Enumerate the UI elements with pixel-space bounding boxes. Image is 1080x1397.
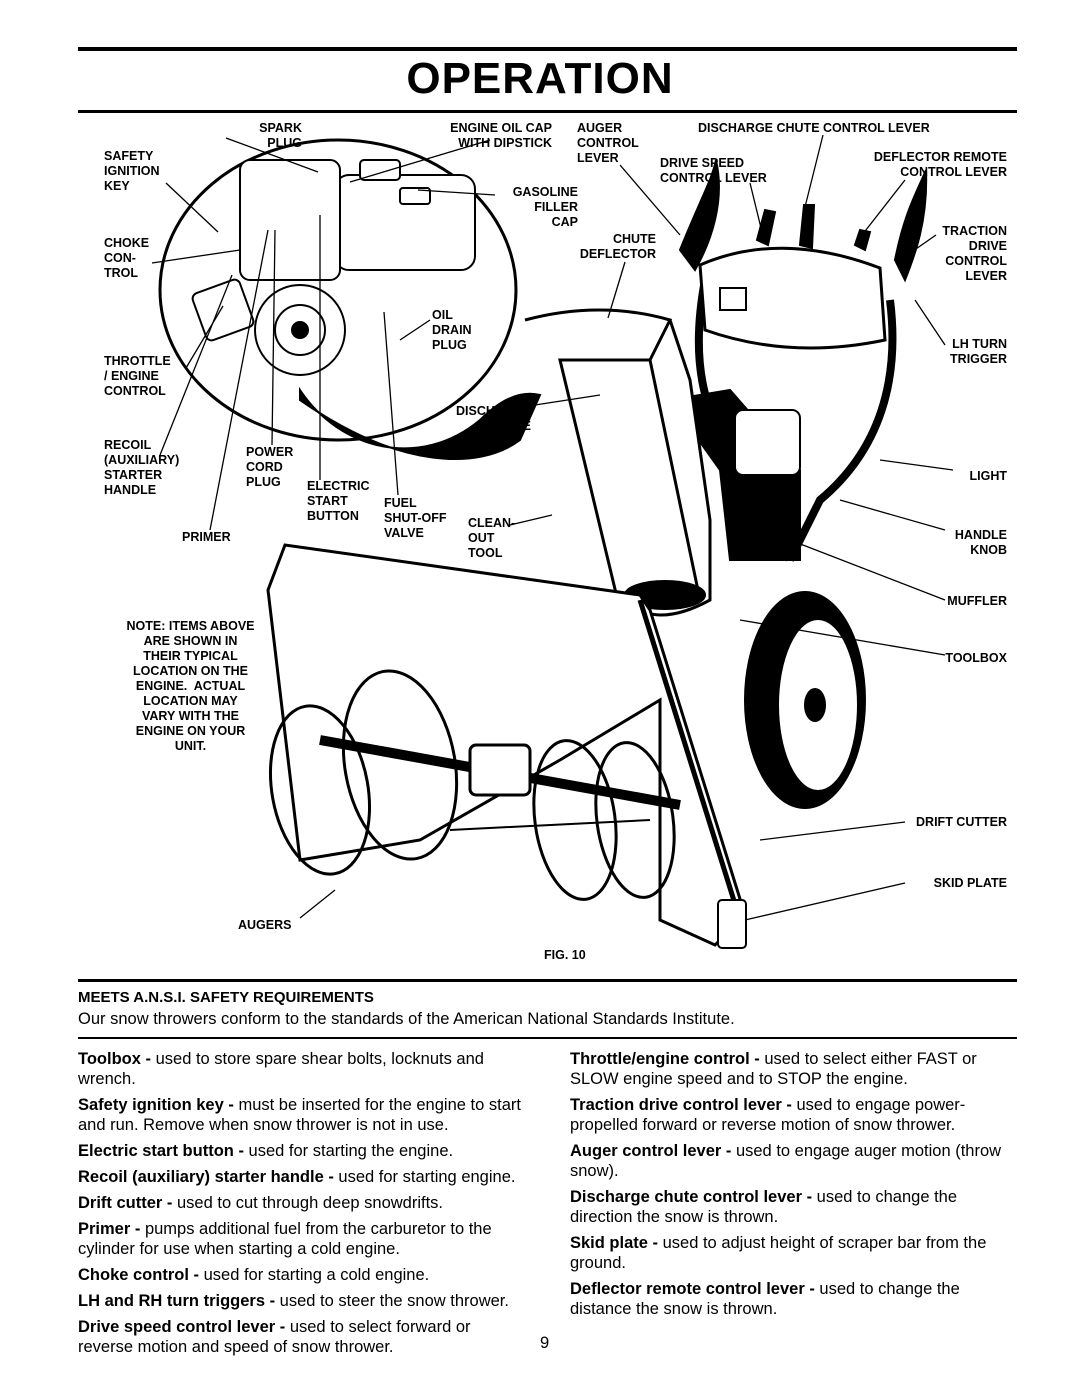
definition-term: LH and RH turn triggers - bbox=[78, 1292, 280, 1310]
page-number: 9 bbox=[540, 1334, 550, 1352]
definition-text: used to select forward or reverse motion… bbox=[78, 1318, 471, 1356]
figure-bottom-rule bbox=[78, 979, 1017, 982]
note-text: NOTE: ITEMS ABOVE ARE SHOWN IN THEIR TYP… bbox=[126, 619, 255, 753]
definition-item: Toolbox - used to store spare shear bolt… bbox=[78, 1049, 524, 1089]
definition-item: Safety ignition key - must be inserted f… bbox=[78, 1095, 524, 1135]
label-spark-plug: SPARK PLUG bbox=[259, 121, 302, 150]
light-housing bbox=[734, 409, 801, 476]
label-muffler: MUFFLER bbox=[947, 594, 1007, 608]
figure-caption: FIG. 10 bbox=[544, 948, 586, 962]
label-power-cord-plug: POWER CORD PLUG bbox=[246, 445, 294, 489]
label-throttle-engine-control: THROTTLE / ENGINE CONTROL bbox=[104, 354, 171, 398]
definition-text: used to steer the snow thrower. bbox=[279, 1292, 509, 1310]
definition-text: used for starting a cold engine. bbox=[203, 1266, 430, 1284]
skid-plate-shape bbox=[717, 899, 747, 949]
label-primer: PRIMER bbox=[182, 530, 231, 544]
definition-term: Drift cutter - bbox=[78, 1194, 177, 1212]
definition-text: must be inserted for the engine to start… bbox=[78, 1096, 521, 1134]
top-rule bbox=[78, 47, 1017, 51]
engine-shadow bbox=[299, 386, 542, 460]
label-recoil-starter: RECOIL (AUXILIARY) STARTER HANDLE bbox=[104, 438, 180, 497]
title-rule bbox=[78, 110, 1017, 113]
definition-text: used to engage power-propelled forward o… bbox=[570, 1096, 966, 1134]
definition-text: used for starting the engine. bbox=[248, 1142, 454, 1160]
definition-term: Recoil (auxiliary) starter handle - bbox=[78, 1168, 339, 1186]
label-traction-drive-control-lever: TRACTION DRIVE CONTROL LEVER bbox=[942, 224, 1007, 283]
definition-term: Auger control lever - bbox=[570, 1142, 736, 1160]
label-discharge-chute-control-lever: DISCHARGE CHUTE CONTROL LEVER bbox=[698, 121, 930, 135]
ansi-heading: MEETS A.N.S.I. SAFETY REQUIREMENTS bbox=[78, 989, 374, 1006]
label-engine-oil-cap: ENGINE OIL CAP WITH DIPSTICK bbox=[450, 121, 552, 150]
ansi-bottom-rule bbox=[78, 1037, 1017, 1039]
label-choke-control: CHOKE CON- TROL bbox=[104, 236, 150, 280]
snow-thrower-illustration bbox=[151, 134, 954, 949]
dash-panel bbox=[698, 246, 887, 350]
label-chute-deflector: CHUTE DEFLECTOR bbox=[579, 232, 656, 261]
definition-term: Choke control - bbox=[78, 1266, 204, 1284]
machine-body bbox=[668, 388, 801, 561]
label-toolbox: TOOLBOX bbox=[945, 651, 1007, 665]
definition-item: Electric start button - used for startin… bbox=[78, 1141, 524, 1161]
left-column: Toolbox - used to store spare shear bolt… bbox=[78, 1049, 524, 1363]
definition-item: Throttle/engine control - used to select… bbox=[570, 1049, 1017, 1089]
label-auger-control-lever: AUGER CONTROL LEVER bbox=[577, 121, 639, 165]
label-skid-plate: SKID PLATE bbox=[933, 876, 1007, 890]
label-deflector-remote-control-lever: DEFLECTOR REMOTE CONTROL LEVER bbox=[873, 150, 1007, 179]
definition-item: Skid plate - used to adjust height of sc… bbox=[570, 1233, 1017, 1273]
definition-item: Auger control lever - used to engage aug… bbox=[570, 1141, 1017, 1181]
page-title: OPERATION bbox=[406, 54, 674, 103]
definition-text: used to store spare shear bolts, locknut… bbox=[78, 1050, 484, 1088]
definition-text: used to engage auger motion (throw snow)… bbox=[570, 1142, 1002, 1180]
label-safety-ignition-key: SAFETY IGNITION KEY bbox=[104, 149, 160, 193]
definition-item: Traction drive control lever - used to e… bbox=[570, 1095, 1017, 1135]
label-oil-drain-plug: OIL DRAIN PLUG bbox=[432, 308, 472, 352]
definition-text: used to change the direction the snow is… bbox=[570, 1188, 958, 1226]
definition-term: Discharge chute control lever - bbox=[570, 1188, 817, 1206]
leader-lines bbox=[151, 134, 954, 921]
label-electric-start-button: ELECTRIC START BUTTON bbox=[307, 479, 370, 523]
definition-item: Drift cutter - used to cut through deep … bbox=[78, 1193, 524, 1213]
label-lh-turn-trigger: LH TURN TRIGGER bbox=[950, 337, 1007, 366]
label-augers: AUGERS bbox=[238, 918, 292, 932]
definition-item: Recoil (auxiliary) starter handle - used… bbox=[78, 1167, 524, 1187]
definition-text: used for starting engine. bbox=[338, 1168, 516, 1186]
definition-term: Safety ignition key - bbox=[78, 1096, 239, 1114]
figure-snow-thrower: SPARK PLUG SAFETY IGNITION KEY CHOKE CON… bbox=[78, 118, 1017, 968]
definition-text: used to adjust height of scraper bar fro… bbox=[570, 1234, 987, 1272]
definition-term: Drive speed control lever - bbox=[78, 1318, 290, 1336]
definition-term: Traction drive control lever - bbox=[570, 1096, 797, 1114]
label-drift-cutter: DRIFT CUTTER bbox=[916, 815, 1007, 829]
label-discharge-chute: DISCHARGE CHUTE bbox=[455, 404, 531, 433]
definition-text: pumps additional fuel from the carbureto… bbox=[78, 1220, 492, 1258]
definition-item: Primer - pumps additional fuel from the … bbox=[78, 1219, 524, 1259]
definition-text: used to change the distance the snow is … bbox=[570, 1280, 960, 1318]
ansi-text: Our snow throwers conform to the standar… bbox=[78, 1010, 735, 1028]
label-handle-knob: HANDLE KNOB bbox=[954, 528, 1007, 557]
label-drive-speed-control-lever: DRIVE SPEED CONTROL LEVER bbox=[660, 156, 767, 185]
label-light: LIGHT bbox=[969, 469, 1008, 483]
right-column: Throttle/engine control - used to select… bbox=[570, 1049, 1017, 1325]
augers bbox=[268, 669, 681, 901]
definition-item: LH and RH turn triggers - used to steer … bbox=[78, 1291, 524, 1311]
engine-block bbox=[239, 159, 341, 281]
definition-term: Electric start button - bbox=[78, 1142, 249, 1160]
rh-lever bbox=[893, 169, 928, 283]
definition-item: Discharge chute control lever - used to … bbox=[570, 1187, 1017, 1227]
label-clean-out-tool: CLEAN- OUT TOOL bbox=[468, 516, 516, 560]
definition-term: Skid plate - bbox=[570, 1234, 663, 1252]
definition-term: Deflector remote control lever - bbox=[570, 1280, 820, 1298]
definition-text: used to select either FAST or SLOW engin… bbox=[570, 1050, 977, 1088]
label-fuel-shutoff-valve: FUEL SHUT-OFF VALVE bbox=[384, 496, 447, 540]
definition-item: Deflector remote control lever - used to… bbox=[570, 1279, 1017, 1319]
definition-item: Choke control - used for starting a cold… bbox=[78, 1265, 524, 1285]
definition-term: Primer - bbox=[78, 1220, 145, 1238]
definition-item: Drive speed control lever - used to sele… bbox=[78, 1317, 524, 1357]
definition-text: used to cut through deep snowdrifts. bbox=[177, 1194, 443, 1212]
definition-term: Throttle/engine control - bbox=[570, 1050, 765, 1068]
definition-term: Toolbox - bbox=[78, 1050, 156, 1068]
lh-lever bbox=[678, 159, 720, 272]
label-gasoline-filler-cap: GASOLINE FILLER CAP bbox=[512, 185, 578, 229]
